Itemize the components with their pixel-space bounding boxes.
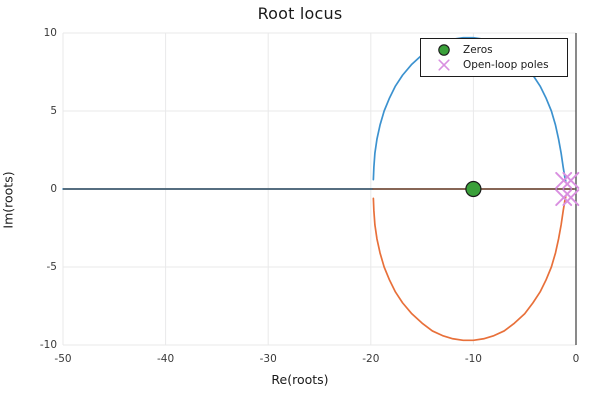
- y-axis-label: Im(roots): [0, 171, 16, 229]
- open-loop-pole-marker: [562, 189, 580, 207]
- y-axis-tick-label: -5: [46, 261, 57, 273]
- x-axis-tick-label: -30: [259, 353, 277, 365]
- page-title: Root locus: [257, 4, 343, 23]
- open-loop-pole-marker: [562, 171, 580, 189]
- x-axis-tick-label: -40: [157, 353, 175, 365]
- y-axis-tick-label: -10: [39, 339, 57, 351]
- y-axis-tick-label: 0: [50, 183, 57, 195]
- x-axis-tick-label: -50: [54, 353, 72, 365]
- x-axis-tick-label: 0: [572, 353, 580, 365]
- x-axis-label: Re(roots): [271, 372, 329, 387]
- open-loop-pole-marker: [555, 189, 573, 207]
- locus-curve: [372, 36, 567, 183]
- locus-curve: [372, 195, 567, 342]
- legend-label-open-loop-poles: Open-loop poles: [463, 59, 549, 71]
- x-axis-tick-label: -10: [464, 353, 482, 365]
- legend-item-open-loop-poles[interactable]: Open-loop poles: [421, 57, 569, 73]
- legend-item-zeros[interactable]: Zeros: [421, 42, 569, 58]
- plot-area: [62, 32, 580, 346]
- poles-marker-icon: [438, 59, 450, 71]
- zeros-marker-icon: [438, 44, 450, 56]
- legend-label-zeros: Zeros: [463, 44, 493, 56]
- x-axis-tick-label: -20: [362, 353, 380, 365]
- open-loop-pole-marker: [555, 171, 573, 189]
- y-axis-label-wrapper: Im(roots): [0, 0, 19, 400]
- zero-marker: [465, 180, 482, 198]
- plot-canvas: [62, 32, 580, 346]
- y-axis-tick-label: 10: [43, 27, 57, 39]
- y-axis-tick-label: 5: [50, 105, 57, 117]
- legend[interactable]: Zeros Open-loop poles: [420, 38, 568, 77]
